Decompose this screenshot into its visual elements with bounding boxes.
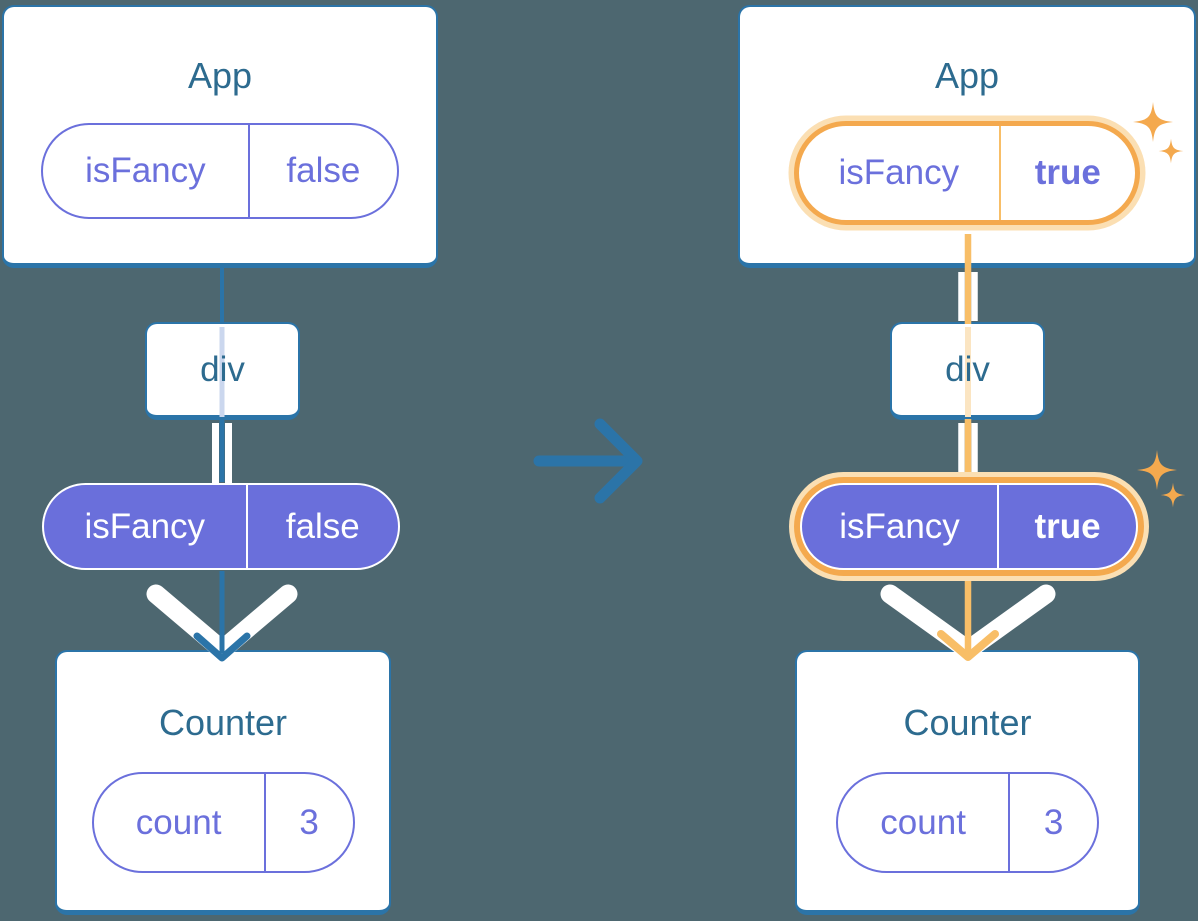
state-value-label: 3: [1043, 802, 1064, 842]
prop-pill-isfancy-false: isFancy false: [41, 123, 399, 219]
counter-card-before: Counter count 3: [55, 650, 391, 915]
state-pill-count: count 3: [91, 772, 355, 873]
app-card-before: App isFancy false: [2, 5, 438, 268]
state-pill-count: count 3: [836, 772, 1099, 873]
context-value-label: true: [1034, 506, 1101, 546]
counter-card-after: Counter count 3: [795, 650, 1140, 915]
component-title-app: App: [187, 55, 253, 96]
prop-name-label: isFancy: [799, 126, 1001, 220]
component-title-counter: Counter: [903, 702, 1032, 743]
component-title-app: App: [934, 55, 1000, 96]
prop-value-label: false: [286, 151, 361, 190]
right-arrow-icon: [533, 418, 643, 504]
div-node-before: div: [145, 322, 300, 420]
div-node-after: div: [890, 322, 1045, 420]
component-title-counter: Counter: [158, 702, 288, 743]
prop-pill-isfancy-true: isFancy true: [794, 121, 1140, 225]
app-card-after: App isFancy true: [738, 5, 1196, 268]
state-name-label: count: [838, 774, 1011, 871]
div-label: div: [945, 349, 990, 389]
div-label: div: [200, 349, 245, 389]
down-arrow-icon: [880, 584, 1056, 662]
down-arrow-icon: [146, 584, 298, 663]
context-pill-before: isFancy false: [42, 483, 400, 570]
context-name-label: isFancy: [802, 485, 1000, 568]
context-value-label: false: [285, 506, 360, 546]
state-name-label: count: [94, 774, 266, 871]
sparkle-icon: [1160, 482, 1186, 508]
prop-name-label: isFancy: [43, 125, 250, 217]
context-line-after: [880, 234, 1056, 662]
context-pill-after: isFancy true: [800, 483, 1138, 570]
context-name-label: isFancy: [44, 485, 248, 568]
state-value-label: 3: [299, 802, 319, 842]
sparkle-icon: [1137, 450, 1177, 490]
prop-value-label: true: [1034, 153, 1101, 192]
